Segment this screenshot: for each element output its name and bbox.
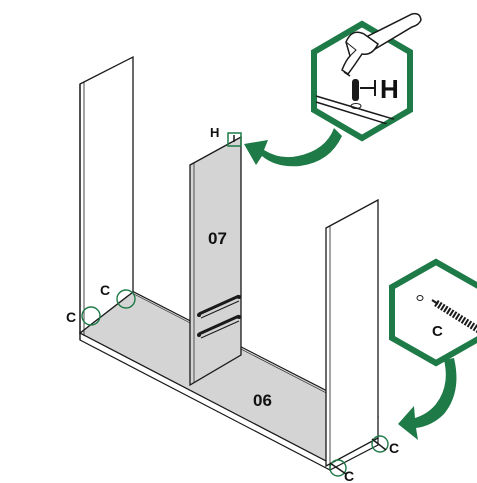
shelf-pin-upper — [197, 294, 241, 319]
dowel-pin-icon — [352, 79, 376, 101]
left-side-panel — [79, 55, 134, 340]
part-label-07: 07 — [208, 229, 227, 248]
screw-label-callout: C — [432, 323, 443, 340]
pin-location-marker — [227, 132, 242, 147]
part-label-06: 06 — [253, 391, 272, 410]
screw-label-right-front: C — [344, 468, 354, 483]
screw-marker-left-front — [81, 306, 101, 326]
pin-label-large: H — [380, 74, 399, 104]
screw-marker-right-back — [371, 435, 389, 453]
screw-label-right-back: C — [389, 440, 399, 456]
curved-arrow-icon-top — [244, 128, 342, 167]
screw-marker-left-back — [116, 289, 136, 309]
screw-label-left-back: C — [100, 282, 110, 298]
shelf-pins — [197, 294, 241, 339]
screw-icon — [416, 295, 477, 335]
screw-label-left-front: C — [66, 309, 76, 325]
right-side-panel — [325, 198, 379, 468]
screw-callout: C — [389, 258, 477, 367]
hammer-icon — [341, 12, 422, 77]
shelf-pin-lower — [197, 314, 241, 339]
pin-callout: H — [311, 20, 413, 142]
curved-arrow-icon-bottom — [398, 358, 457, 440]
screw-location-markers — [81, 289, 389, 477]
pin-label-small: H — [210, 125, 219, 140]
middle-panel-07 — [189, 135, 242, 387]
screw-marker-right-front — [329, 459, 347, 477]
